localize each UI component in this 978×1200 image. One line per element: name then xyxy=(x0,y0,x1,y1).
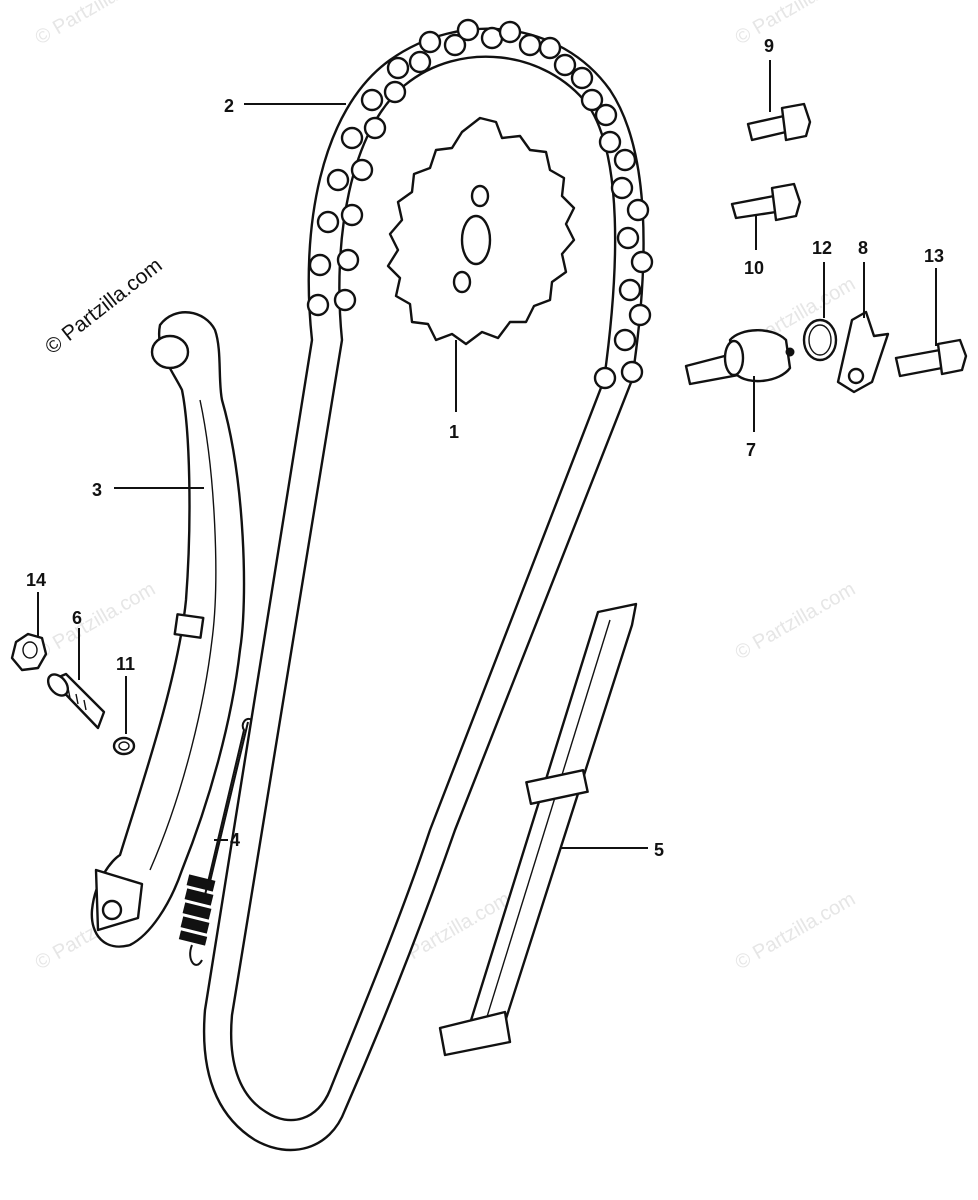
bolt-9 xyxy=(746,102,812,142)
callout-12: 12 xyxy=(812,238,832,258)
tensioner-arm xyxy=(90,311,246,948)
callout-6: 6 xyxy=(72,608,82,628)
o-ring xyxy=(802,318,838,362)
watermark-main: © Partzilla.com xyxy=(41,254,167,359)
callout-9: 9 xyxy=(764,36,774,56)
watermark: © Partzilla.com xyxy=(732,578,860,664)
chain-guide xyxy=(438,602,638,1057)
callout-10: 10 xyxy=(744,258,764,278)
tensioner-rod xyxy=(684,329,795,386)
callout-8: 8 xyxy=(858,238,868,258)
watermark: © Partzilla.com xyxy=(732,0,860,49)
callout-numbers: 1 2 3 4 5 6 7 8 9 10 11 12 13 14 xyxy=(26,36,944,860)
callout-2: 2 xyxy=(224,96,234,116)
watermark: © Partzilla.com xyxy=(732,888,860,974)
bolt-10 xyxy=(730,182,802,222)
tensioner-spring xyxy=(178,718,253,966)
watermark: © Partzilla.com xyxy=(32,578,160,664)
chain-links xyxy=(306,18,654,390)
bolt-13 xyxy=(894,338,968,378)
adjust-bolt xyxy=(46,672,106,730)
washer-11 xyxy=(112,736,136,756)
lock-nut xyxy=(10,632,48,672)
callout-5: 5 xyxy=(654,840,664,860)
watermark: © Partzilla.com xyxy=(32,0,160,49)
leader-lines xyxy=(37,60,937,849)
callout-1: 1 xyxy=(449,422,459,442)
callout-7: 7 xyxy=(746,440,756,460)
plate-8 xyxy=(836,310,890,394)
callout-14: 14 xyxy=(26,570,46,590)
cam-sprocket xyxy=(386,116,576,346)
callout-3: 3 xyxy=(92,480,102,500)
callout-4: 4 xyxy=(230,830,240,850)
callout-11: 11 xyxy=(116,654,135,674)
callout-13: 13 xyxy=(924,246,944,266)
